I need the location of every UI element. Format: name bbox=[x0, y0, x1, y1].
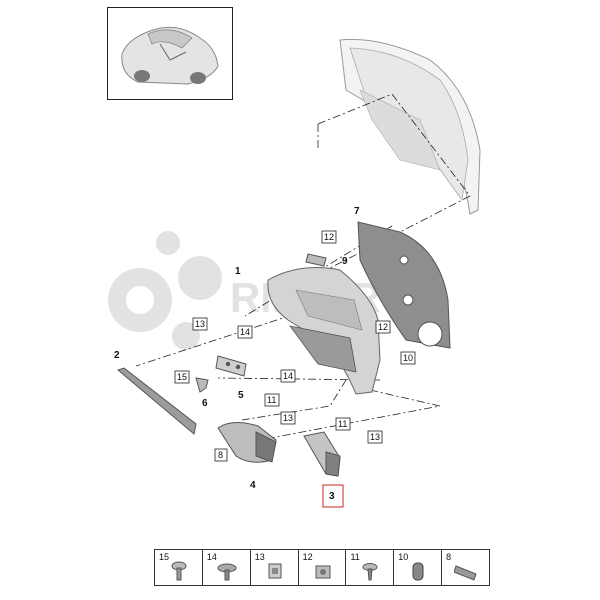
nut-icon bbox=[315, 565, 331, 579]
part-3-pocket[interactable] bbox=[303, 431, 341, 477]
screw-icon bbox=[171, 561, 187, 581]
callout-2[interactable]: 2 bbox=[114, 350, 120, 361]
part-4-armrest[interactable] bbox=[217, 422, 277, 463]
part-2-trim-strip[interactable] bbox=[116, 367, 197, 435]
callout-3-highlight[interactable]: 3 bbox=[329, 491, 335, 502]
callout-10[interactable]: 10 bbox=[403, 353, 413, 363]
flange-screw-icon bbox=[217, 563, 237, 581]
callout-1[interactable]: 1 bbox=[235, 266, 241, 277]
leader-line bbox=[317, 93, 471, 269]
legend-item-12[interactable]: 12 bbox=[299, 550, 347, 585]
legend-item-11[interactable]: 11 bbox=[346, 550, 395, 585]
clip-icon bbox=[268, 563, 282, 579]
callout-13[interactable]: 13 bbox=[370, 432, 380, 442]
callout-8[interactable]: 8 bbox=[218, 450, 223, 460]
legend-item-10[interactable]: 10 bbox=[394, 550, 443, 585]
callout-9[interactable]: 9 bbox=[342, 256, 348, 267]
part-6-spacer[interactable] bbox=[195, 377, 209, 393]
car-icon bbox=[121, 26, 219, 85]
legend-item-13[interactable]: 13 bbox=[251, 550, 299, 585]
callout-4[interactable]: 4 bbox=[250, 480, 256, 491]
door-shell bbox=[339, 38, 481, 215]
legend-item-14[interactable]: 14 bbox=[203, 550, 251, 585]
bolt-icon bbox=[362, 563, 378, 581]
hardware-legend: 15 14 13 12 bbox=[154, 549, 490, 586]
callout-11[interactable]: 11 bbox=[267, 395, 276, 405]
callout-13[interactable]: 13 bbox=[195, 319, 205, 329]
callout-12[interactable]: 12 bbox=[324, 232, 334, 242]
legend-item-8[interactable]: 8 bbox=[442, 550, 489, 585]
callout-15[interactable]: 15 bbox=[177, 372, 187, 382]
callout-14[interactable]: 14 bbox=[240, 327, 250, 337]
part-9-clip[interactable] bbox=[305, 253, 327, 267]
callout-7[interactable]: 7 bbox=[354, 206, 360, 217]
strip-icon bbox=[454, 565, 477, 581]
callout-6[interactable]: 6 bbox=[202, 398, 208, 409]
callout-5[interactable]: 5 bbox=[238, 390, 244, 401]
callout-12[interactable]: 12 bbox=[378, 322, 388, 332]
plug-icon bbox=[412, 562, 424, 581]
callout-11[interactable]: 11 bbox=[338, 419, 347, 429]
part-5-bracket[interactable] bbox=[215, 355, 247, 377]
vehicle-thumbnail bbox=[107, 7, 233, 100]
legend-item-15[interactable]: 15 bbox=[155, 550, 203, 585]
leader-line bbox=[259, 389, 441, 441]
part-7-insulation-panel[interactable] bbox=[357, 221, 451, 349]
callout-14[interactable]: 14 bbox=[283, 371, 293, 381]
callout-13[interactable]: 13 bbox=[283, 413, 293, 423]
part-1-door-trim[interactable] bbox=[267, 267, 381, 395]
